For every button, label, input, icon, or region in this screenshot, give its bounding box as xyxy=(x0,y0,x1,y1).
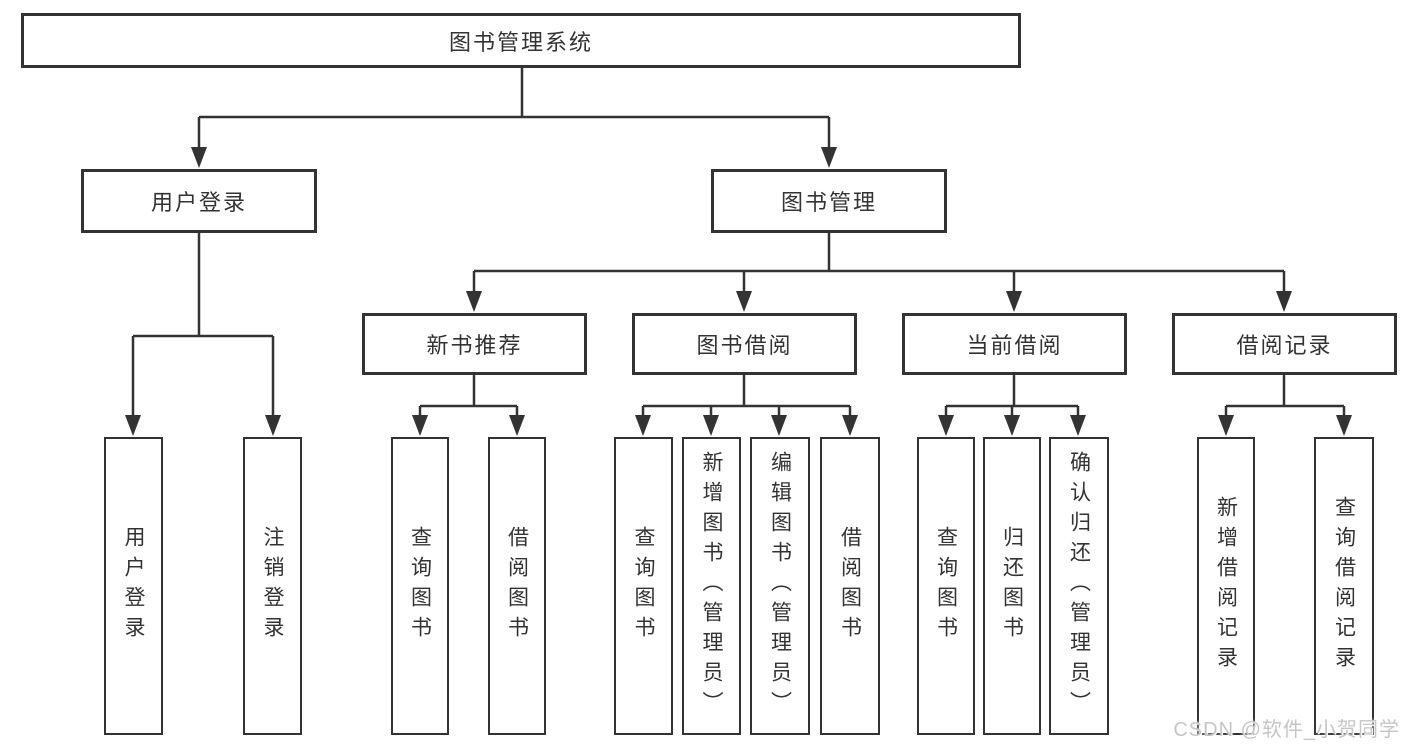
leaf-label: 编辑图书（管理员） xyxy=(768,451,792,721)
leaf-edit-books-admin: 编辑图书（管理员） xyxy=(750,437,810,735)
leaf-query-books-borrow: 查询图书 xyxy=(614,437,673,735)
leaf-return-books: 归还图书 xyxy=(983,437,1041,735)
node-book-borrow: 图书借阅 xyxy=(632,313,857,375)
connector-new-books-to-leaves xyxy=(412,375,525,436)
leaf-user-login: 用户登录 xyxy=(104,437,163,735)
connector-root-to-level2 xyxy=(191,68,837,168)
leaf-label: 查询图书 xyxy=(934,526,958,646)
leaf-label: 借阅图书 xyxy=(505,526,529,646)
leaf-borrow-books-newbooks: 借阅图书 xyxy=(488,437,546,735)
node-current-borrow: 当前借阅 xyxy=(902,313,1127,375)
connector-user-login-to-leaves xyxy=(125,233,281,436)
leaf-logout: 注销登录 xyxy=(243,437,302,735)
connector-book-mgmt-to-level3 xyxy=(466,233,1292,312)
leaf-confirm-return-admin: 确认归还（管理员） xyxy=(1049,437,1109,735)
leaf-borrow-books-borrow: 借阅图书 xyxy=(820,437,880,735)
leaf-label: 查询图书 xyxy=(408,526,432,646)
connector-current-borrow-to-leaves xyxy=(938,375,1086,436)
leaf-query-books-current: 查询图书 xyxy=(917,437,975,735)
leaf-query-borrow-record: 查询借阅记录 xyxy=(1314,437,1374,735)
leaf-label: 借阅图书 xyxy=(838,526,862,646)
node-borrow-records: 借阅记录 xyxy=(1172,313,1397,375)
node-root: 图书管理系统 xyxy=(21,13,1021,68)
leaf-add-borrow-record: 新增借阅记录 xyxy=(1197,437,1255,735)
leaf-label: 确认归还（管理员） xyxy=(1067,451,1091,721)
node-user-login: 用户登录 xyxy=(81,169,317,233)
leaf-label: 注销登录 xyxy=(261,526,284,646)
leaf-label: 新增图书（管理员） xyxy=(700,451,723,721)
node-book-mgmt: 图书管理 xyxy=(711,169,947,233)
leaf-label: 查询借阅记录 xyxy=(1332,496,1356,676)
csdn-watermark: CSDN @软件_小贺同学 xyxy=(1173,719,1400,741)
leaf-add-books-admin: 新增图书（管理员） xyxy=(682,437,741,735)
connector-borrow-records-to-leaves xyxy=(1218,375,1352,436)
node-new-books: 新书推荐 xyxy=(362,313,587,375)
leaf-label: 新增借阅记录 xyxy=(1214,496,1238,676)
connector-book-borrow-to-leaves xyxy=(635,375,858,436)
leaf-label: 用户登录 xyxy=(122,526,145,646)
leaf-label: 归还图书 xyxy=(1000,526,1024,646)
leaf-query-books-newbooks: 查询图书 xyxy=(391,437,449,735)
leaf-label: 查询图书 xyxy=(632,526,655,646)
